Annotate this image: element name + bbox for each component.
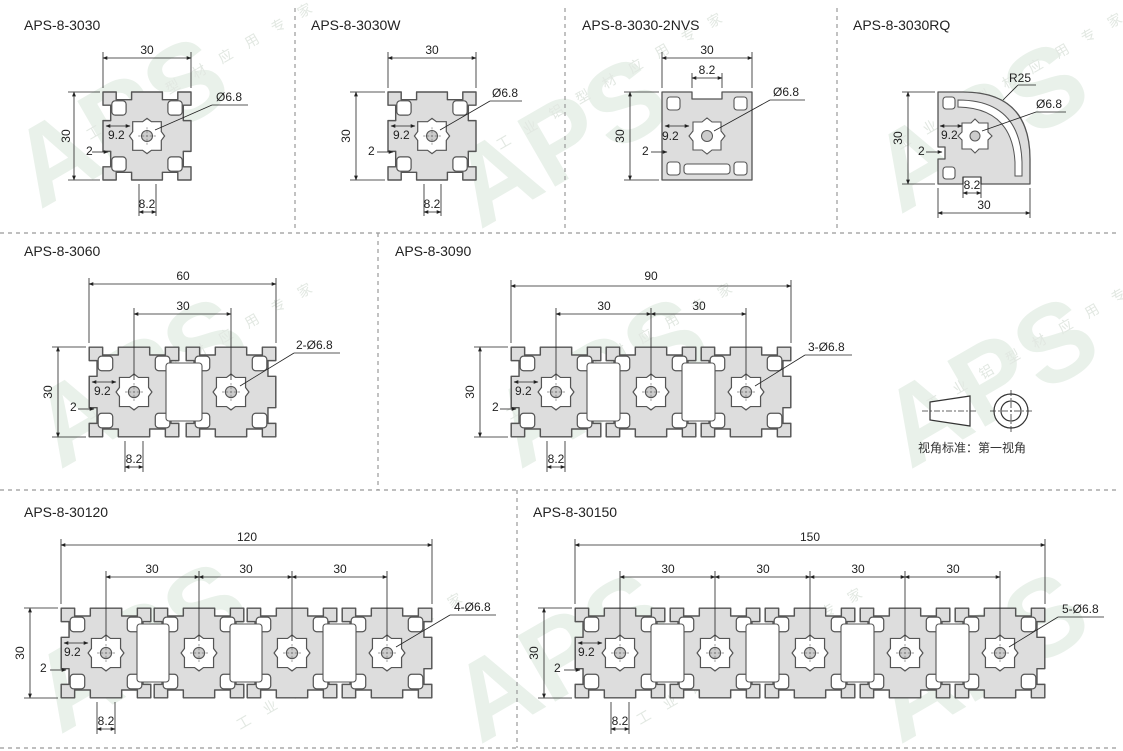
dim-inner: 9.2	[108, 128, 125, 142]
panel-title-3090: APS-8-3090	[395, 243, 471, 259]
projection-note: 视角标准：第一视角	[918, 440, 1026, 455]
dim-pitch-2: 30	[692, 299, 706, 313]
dim-width: 30	[140, 43, 154, 57]
panel-title-3030w: APS-8-3030W	[311, 17, 401, 33]
dim-wall: 2	[40, 661, 47, 675]
dim-height: 30	[613, 129, 627, 143]
dim-inner: 9.2	[578, 645, 595, 659]
panel-title-3030: APS-8-3030	[24, 17, 100, 33]
dim-pitch-1: 30	[661, 562, 675, 576]
dim-inner: 9.2	[941, 128, 958, 142]
dim-width: 30	[425, 43, 439, 57]
dim-height: 30	[527, 646, 541, 660]
dim-slot: 8.2	[612, 714, 629, 728]
profile-3060: 60 30 30 8.2 9.2 2 2-Ø6.8	[41, 269, 340, 472]
dim-total: 150	[800, 530, 820, 544]
dim-height: 30	[463, 385, 477, 399]
panel-title-3030-2nvs: APS-8-3030-2NVS	[582, 17, 700, 33]
dim-wall: 2	[918, 144, 925, 158]
dim-holes: 2-Ø6.8	[296, 338, 333, 352]
dim-wall: 2	[86, 144, 93, 158]
panel-title-3060: APS-8-3060	[24, 243, 100, 259]
dim-holes: 5-Ø6.8	[1062, 602, 1099, 616]
dim-pitch: 30	[176, 299, 190, 313]
dim-height: 30	[13, 646, 27, 660]
dim-holes: 3-Ø6.8	[808, 340, 845, 354]
profile-30150: 150 30 30 30 30 30 8.2 9.2 2 5-Ø6.8	[527, 530, 1104, 734]
profile-3030rq: 30 8.2 30 9.2 2 R25 Ø6.8	[891, 71, 1066, 218]
dim-inner: 9.2	[662, 129, 679, 143]
dim-hole: Ø6.8	[1036, 97, 1062, 111]
dim-slot: 8.2	[964, 178, 981, 192]
dim-height: 30	[339, 129, 353, 143]
dim-height: 30	[891, 131, 905, 145]
panel-dividers	[0, 8, 1118, 749]
dim-top-slot: 8.2	[699, 63, 716, 77]
dim-pitch-1: 30	[145, 562, 159, 576]
dim-inner: 9.2	[515, 384, 532, 398]
dim-width: 30	[700, 43, 714, 57]
dim-pitch-3: 30	[851, 562, 865, 576]
dim-slot: 8.2	[548, 452, 565, 466]
dim-pitch-3: 30	[333, 562, 347, 576]
dim-wall: 2	[642, 144, 649, 158]
watermark-logo: APS	[861, 271, 1118, 491]
profile-3030: 30 30 8.2 9.2 2 Ø6.8	[59, 43, 248, 216]
panel-title-3030rq: APS-8-3030RQ	[853, 17, 950, 33]
dim-wall: 2	[70, 400, 77, 414]
panel-title-30120: APS-8-30120	[24, 504, 108, 520]
profile-3030w: 30 30 8.2 9.2 2 Ø6.8	[339, 43, 522, 216]
profile-3030-2nvs: 30 8.2 30 9.2 2 Ø6.8	[613, 43, 805, 181]
panel-title-30150: APS-8-30150	[533, 504, 617, 520]
profile-3090: 90 30 30 30 8.2 9.2 2 3-Ø6.8	[463, 269, 852, 472]
dim-total: 90	[644, 269, 658, 283]
dim-slot: 8.2	[98, 714, 115, 728]
dim-total: 120	[237, 530, 257, 544]
dim-pitch-2: 30	[756, 562, 770, 576]
profile-30120: 120 30 30 30 30 8.2 9.2 2 4-Ø6.8	[13, 530, 496, 734]
dim-pitch-2: 30	[239, 562, 253, 576]
dim-width: 30	[977, 198, 991, 212]
dim-inner: 9.2	[94, 384, 111, 398]
dim-radius: R25	[1009, 71, 1031, 85]
dim-wall: 2	[368, 144, 375, 158]
dim-slot: 8.2	[424, 197, 441, 211]
projection-symbol: 视角标准：第一视角	[918, 390, 1032, 455]
dim-height: 30	[41, 385, 55, 399]
dim-total: 60	[176, 269, 190, 283]
dim-holes: 4-Ø6.8	[454, 600, 491, 614]
dim-inner: 9.2	[393, 128, 410, 142]
dim-slot: 8.2	[126, 452, 143, 466]
dim-inner: 9.2	[64, 645, 81, 659]
dim-pitch-4: 30	[946, 562, 960, 576]
dim-hole: Ø6.8	[773, 85, 799, 99]
dim-wall: 2	[492, 400, 499, 414]
dim-pitch-1: 30	[597, 299, 611, 313]
dim-hole: Ø6.8	[492, 86, 518, 100]
dim-hole: Ø6.8	[216, 90, 242, 104]
dim-slot: 8.2	[139, 197, 156, 211]
dim-height: 30	[59, 129, 73, 143]
dim-wall: 2	[554, 661, 561, 675]
